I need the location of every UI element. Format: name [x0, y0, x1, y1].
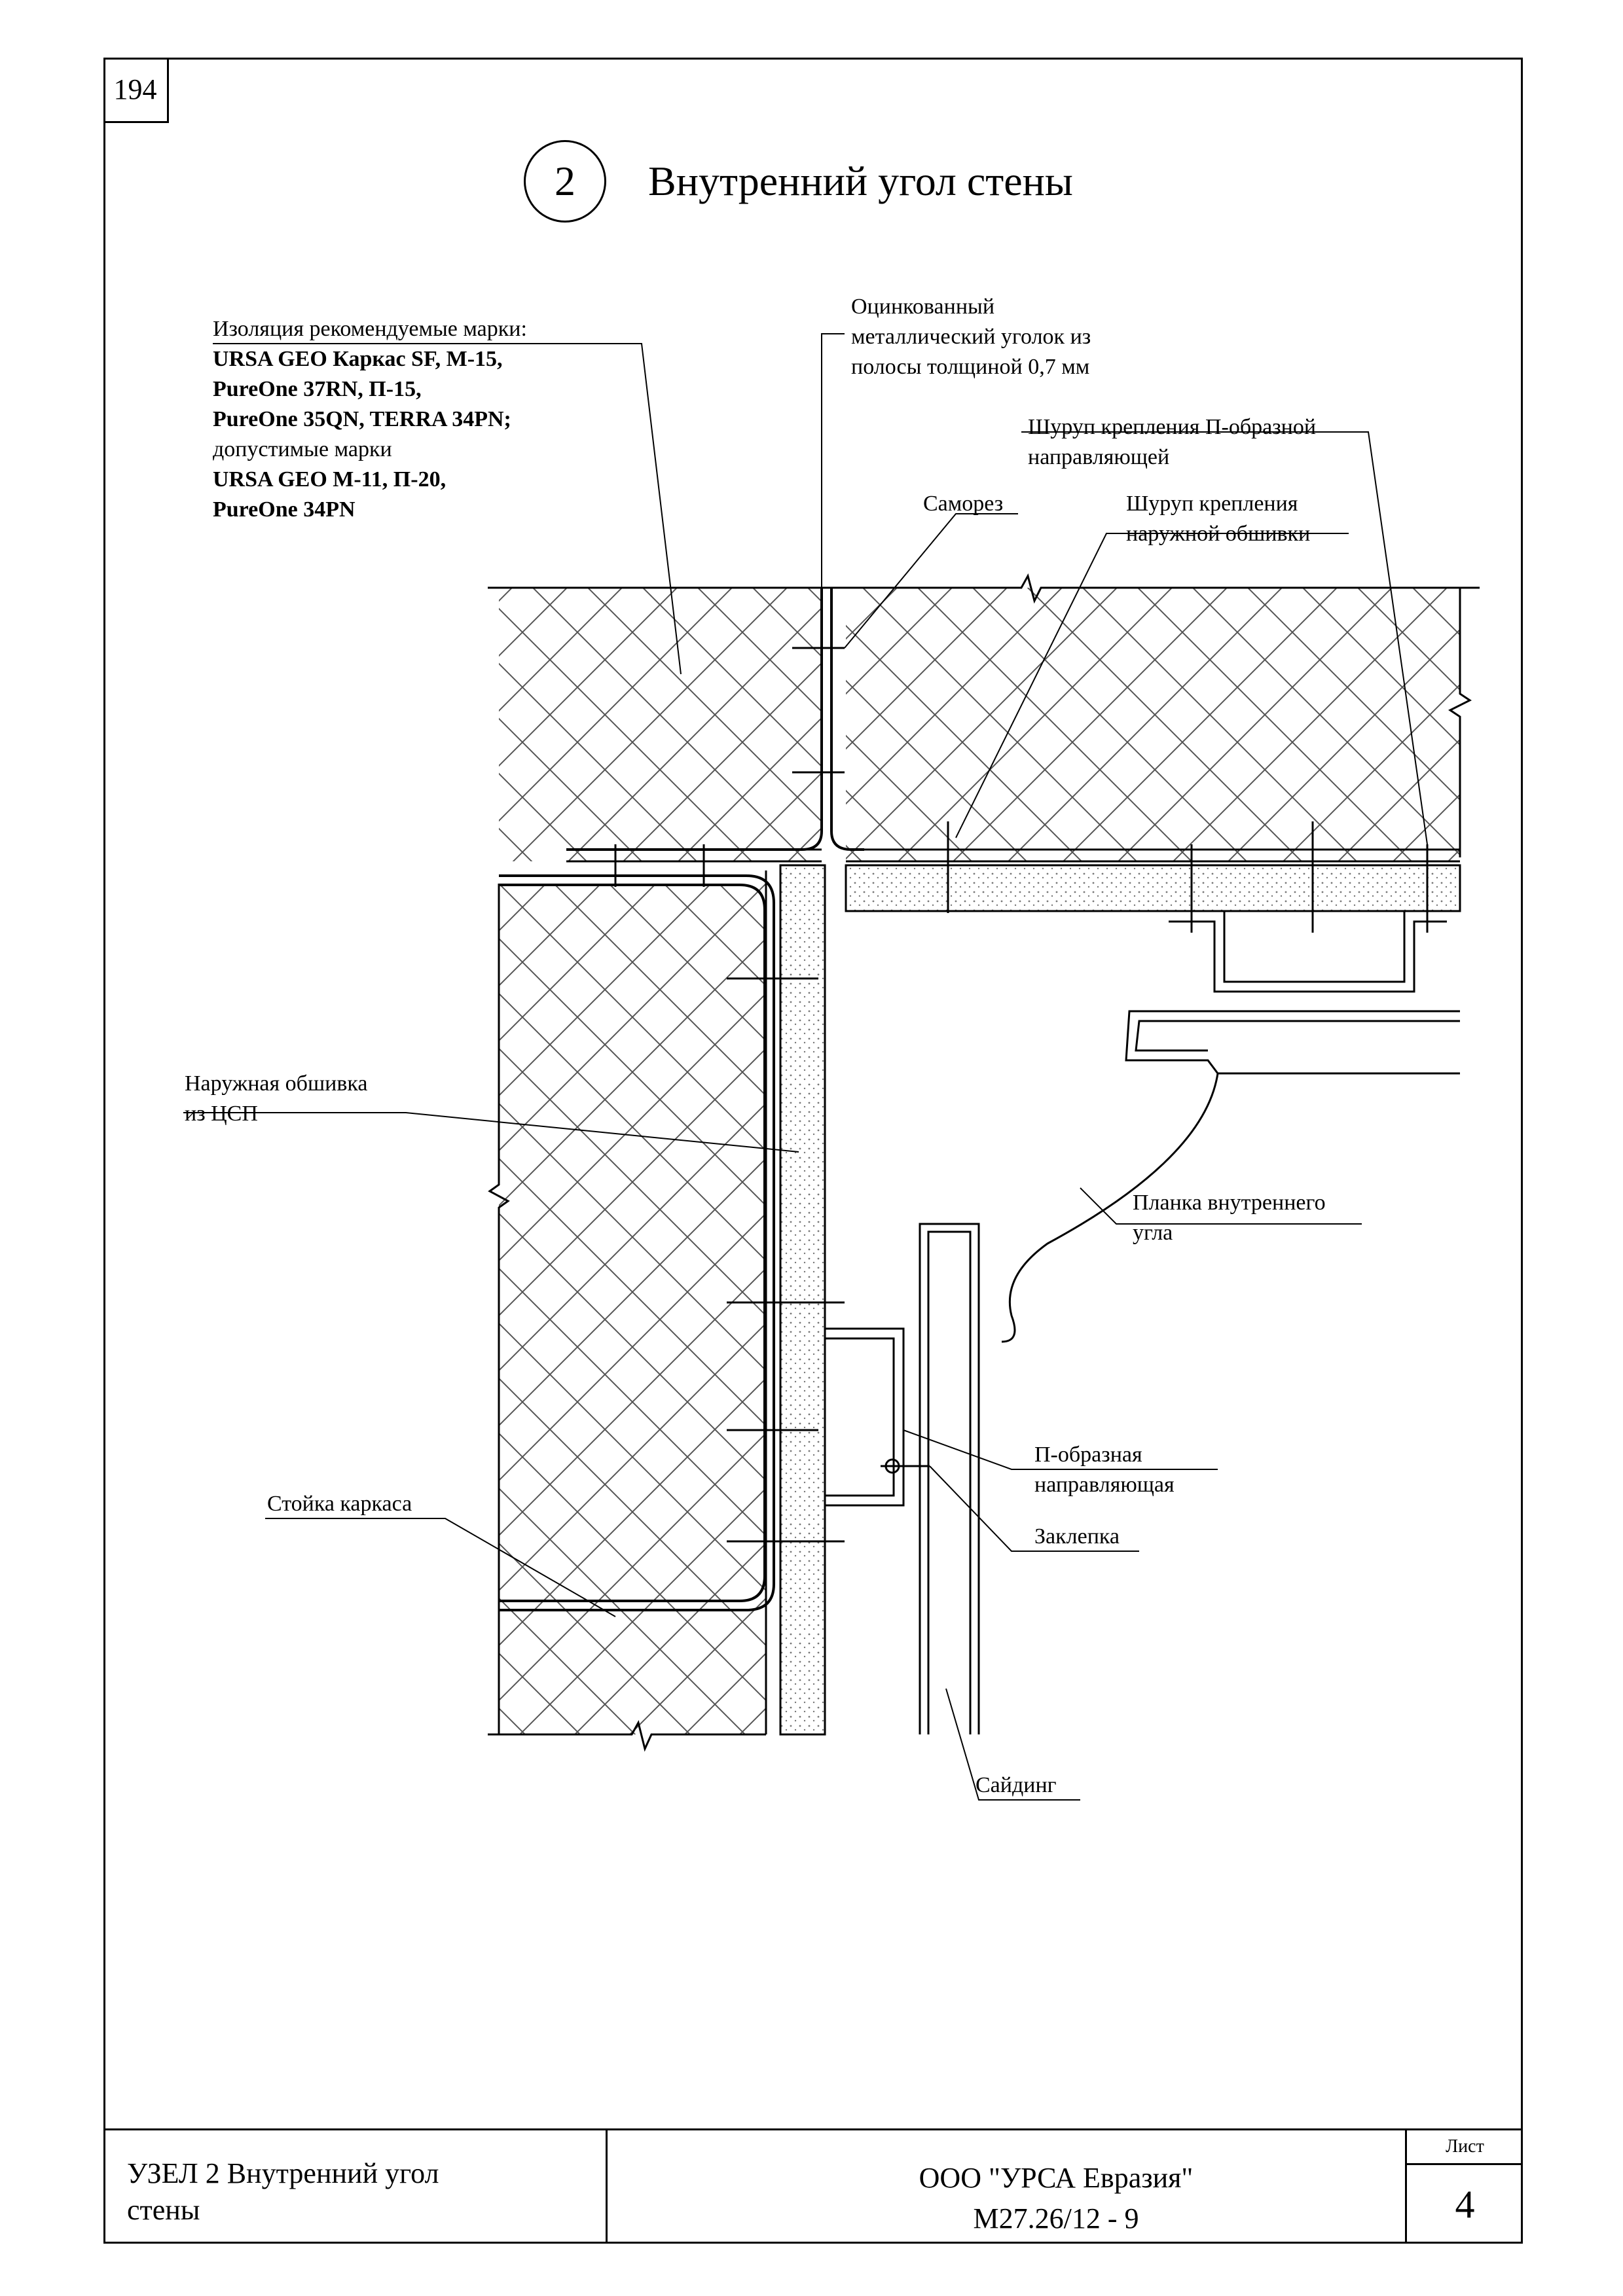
rivet — [881, 1458, 930, 1474]
frame-stud — [499, 874, 775, 1611]
leader-lines — [183, 333, 1428, 1801]
angle-callout: Оцинкованный металлический уголок из пол… — [851, 292, 1091, 382]
insulation-top — [499, 588, 1460, 861]
sheathing-callout: Наружная обшивка из ЦСП — [185, 1069, 368, 1129]
siding-vertical — [919, 1223, 980, 1734]
sheet-label: Лист — [1407, 2130, 1523, 2165]
sheet-number: 4 — [1455, 2183, 1475, 2226]
title-block-name: УЗЕЛ 2 Внутренний угол стены — [103, 2130, 608, 2244]
u-guide-left — [825, 1327, 905, 1507]
sheathing-line-1: Наружная обшивка — [185, 1071, 368, 1096]
insulation-brand-4: URSA GEO M-11, П-20, — [213, 467, 447, 492]
stud-callout: Стойка каркаса — [267, 1492, 412, 1516]
siding-callout: Сайдинг — [976, 1773, 1057, 1797]
node-number-circle: 2 — [524, 140, 606, 223]
screw-guide-callout: Шуруп крепления П-образной направляющей — [1028, 412, 1316, 473]
company-name: ООО "УРСА Евразия" — [919, 2162, 1194, 2194]
title-block-company: ООО "УРСА Евразия" М27.26/12 - 9 — [608, 2130, 1504, 2244]
u-guide-line-2: направляющая — [1034, 1473, 1175, 1497]
angle-line-1: Оцинкованный — [851, 295, 995, 319]
u-guide-line-1: П-образная — [1034, 1443, 1142, 1467]
title-block: УЗЕЛ 2 Внутренний угол стены ООО "УРСА Е… — [103, 2128, 1523, 2244]
inner-corner-line-1: Планка внутреннего — [1133, 1191, 1326, 1215]
insulation-callout: Изоляция рекомендуемые марки: URSA GEO К… — [213, 314, 527, 525]
drawing-frame — [103, 58, 1523, 2244]
angle-line-2: металлический уголок из — [851, 325, 1091, 349]
rivet-callout: Заклепка — [1034, 1524, 1120, 1549]
drawing-title: Внутренний угол стены — [648, 158, 1073, 204]
screw-guide-line-2: направляющей — [1028, 445, 1170, 469]
insulation-brand-1: URSA GEO Каркас SF, М-15, — [213, 347, 503, 371]
break-lines — [488, 573, 1480, 1752]
left-sheathing-panel — [765, 864, 826, 1736]
screw-sheathing-callout: Шуруп крепления наружной обшивки — [1126, 489, 1310, 549]
page-number: 194 — [103, 58, 169, 123]
u-guide-callout: П-образная направляющая — [1034, 1440, 1175, 1500]
document-code: М27.26/12 - 9 — [973, 2202, 1139, 2234]
galvanized-angle — [566, 588, 864, 851]
self-tap-callout: Саморез — [923, 492, 1004, 516]
insulation-line-1: Изоляция рекомендуемые марки: — [213, 317, 527, 341]
sheathing-line-2: из ЦСП — [185, 1102, 258, 1126]
insulation-brand-5: PureOne 34PN — [213, 497, 356, 522]
title-block-sheet: Лист 4 — [1405, 2130, 1523, 2244]
screw-sheathing-line-2: наружной обшивки — [1126, 522, 1311, 546]
screws — [614, 647, 1429, 1543]
screw-sheathing-line-1: Шуруп крепления — [1126, 492, 1298, 516]
insulation-line-2: допустимые марки — [213, 437, 392, 461]
inner-corner-line-2: угла — [1133, 1221, 1173, 1245]
insulation-brand-2: PureOne 37RN, П-15, — [213, 377, 422, 401]
u-guide-top — [1159, 910, 1447, 993]
angle-line-3: полосы толщиной 0,7 мм — [851, 355, 1090, 379]
title-block-line-2: стены — [127, 2194, 200, 2226]
inner-corner-callout: Планка внутреннего угла — [1133, 1188, 1326, 1248]
title-block-line-1: УЗЕЛ 2 Внутренний угол — [127, 2157, 439, 2189]
siding-top — [1001, 1010, 1460, 1343]
insulation-left — [499, 884, 766, 1734]
insulation-brand-3: PureOne 35QN, TERRA 34PN; — [213, 407, 511, 431]
screw-guide-line-1: Шуруп крепления П-образной — [1028, 415, 1317, 439]
